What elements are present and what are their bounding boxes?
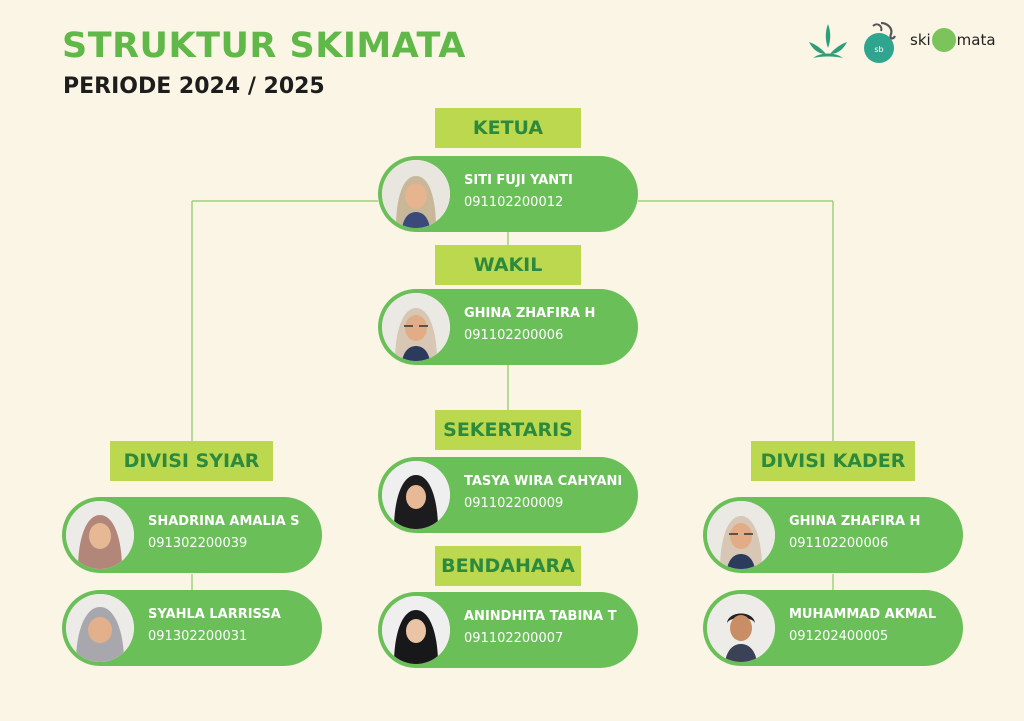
member-card-kader-1: GHINA ZHAFIRA H 091102200006: [703, 497, 963, 573]
page-subtitle: PERIODE 2024 / 2025: [63, 74, 325, 99]
member-name: GHINA ZHAFIRA H: [464, 306, 596, 321]
role-divisi-kader: DIVISI KADER: [751, 441, 915, 481]
avatar: [382, 461, 450, 529]
person-hijab-icon: [382, 160, 450, 228]
avatar: [382, 596, 450, 664]
person-hijab-icon: [707, 501, 775, 569]
member-card-kader-2: MUHAMMAD AKMAL 091202400005: [703, 590, 963, 666]
round-emblem-logo-icon: sb: [864, 21, 896, 63]
avatar: [382, 160, 450, 228]
wordmark-right: mata: [956, 31, 996, 49]
member-card-syiar-1: SHADRINA AMALIA S 091302200039: [62, 497, 322, 573]
role-divisi-syiar: DIVISI SYIAR: [110, 441, 273, 481]
member-name: SHADRINA AMALIA S: [148, 514, 300, 529]
avatar: [707, 594, 775, 662]
member-name: TASYA WIRA CAHYANI: [464, 474, 623, 489]
member-name: SYAHLA LARRISSA: [148, 607, 281, 622]
member-nim: 091202400005: [789, 629, 889, 644]
member-nim: 091302200031: [148, 629, 248, 644]
member-nim: 091102200006: [789, 536, 889, 551]
member-name: MUHAMMAD AKMAL: [789, 607, 937, 622]
role-bendahara: BENDAHARA: [435, 546, 581, 586]
person-icon: [707, 594, 775, 662]
emblem-text: sb: [874, 45, 883, 54]
page-title: STRUKTUR SKIMATA: [62, 26, 466, 66]
member-name: GHINA ZHAFIRA H: [789, 514, 921, 529]
wordmark-mark-icon: [931, 28, 956, 52]
avatar: [707, 501, 775, 569]
skimata-wordmark-icon: ski mata: [910, 28, 996, 52]
member-card-syiar-2: SYAHLA LARRISSA 091302200031: [62, 590, 322, 666]
person-hijab-icon: [382, 461, 450, 529]
lotus-logo-icon: [809, 24, 847, 58]
member-card-ketua: SITI FUJI YANTI 091102200012: [378, 156, 638, 232]
member-card-sekretaris: TASYA WIRA CAHYANI 091102200009: [378, 457, 638, 533]
person-hijab-icon: [66, 501, 134, 569]
person-hijab-icon: [382, 293, 450, 361]
member-card-bendahara: ANINDHITA TABINA T 091102200007: [378, 592, 638, 668]
member-card-wakil: GHINA ZHAFIRA H 091102200006: [378, 289, 638, 365]
member-nim: 091102200012: [464, 195, 564, 210]
role-ketua: KETUA: [435, 108, 581, 148]
logo-group: sb ski mata: [805, 20, 1005, 66]
member-name: SITI FUJI YANTI: [464, 173, 573, 188]
avatar: [66, 501, 134, 569]
member-nim: 091102200009: [464, 496, 564, 511]
avatar: [66, 594, 134, 662]
member-name: ANINDHITA TABINA T: [464, 609, 617, 624]
person-hijab-icon: [382, 596, 450, 664]
avatar: [382, 293, 450, 361]
member-nim: 091102200007: [464, 631, 564, 646]
member-nim: 091302200039: [148, 536, 248, 551]
person-hijab-icon: [66, 594, 134, 662]
role-sekretaris: SEKERTARIS: [435, 410, 581, 450]
member-nim: 091102200006: [464, 328, 564, 343]
role-wakil: WAKIL: [435, 245, 581, 285]
wordmark-left: ski: [910, 31, 931, 49]
